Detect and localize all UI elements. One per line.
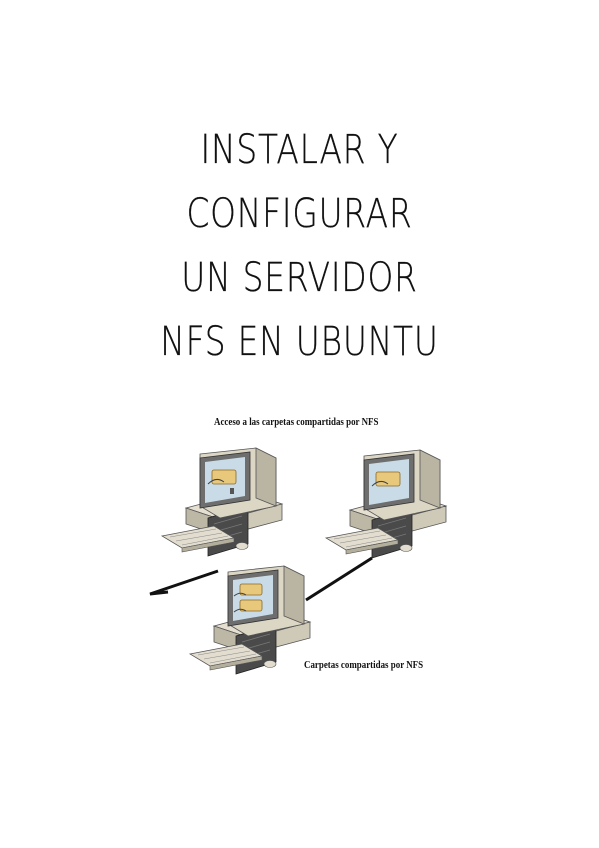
folder-icon: [207, 469, 237, 494]
title-line-3: UN SERVIDOR: [181, 255, 418, 301]
client-computer-left: [161, 447, 283, 557]
caption-clients: Acceso a las carpetas compartidas por NF…: [214, 417, 379, 428]
title-line-1: INSTALAR Y: [200, 127, 399, 173]
server-computer: [189, 565, 311, 675]
folder-icon: [371, 471, 401, 487]
shared-folders-icon: [233, 583, 263, 613]
caption-server: Carpetas compartidas por NFS: [304, 660, 424, 671]
title-line-4: NFS EN UBUNTU: [160, 319, 439, 365]
page-title: INSTALAR Y CONFIGURAR UN SERVIDOR NFS EN…: [0, 118, 599, 374]
cable-right: [305, 556, 373, 602]
title-line-2: CONFIGURAR: [186, 191, 413, 237]
cable-left: [149, 569, 219, 596]
client-computer-right: [325, 449, 447, 559]
